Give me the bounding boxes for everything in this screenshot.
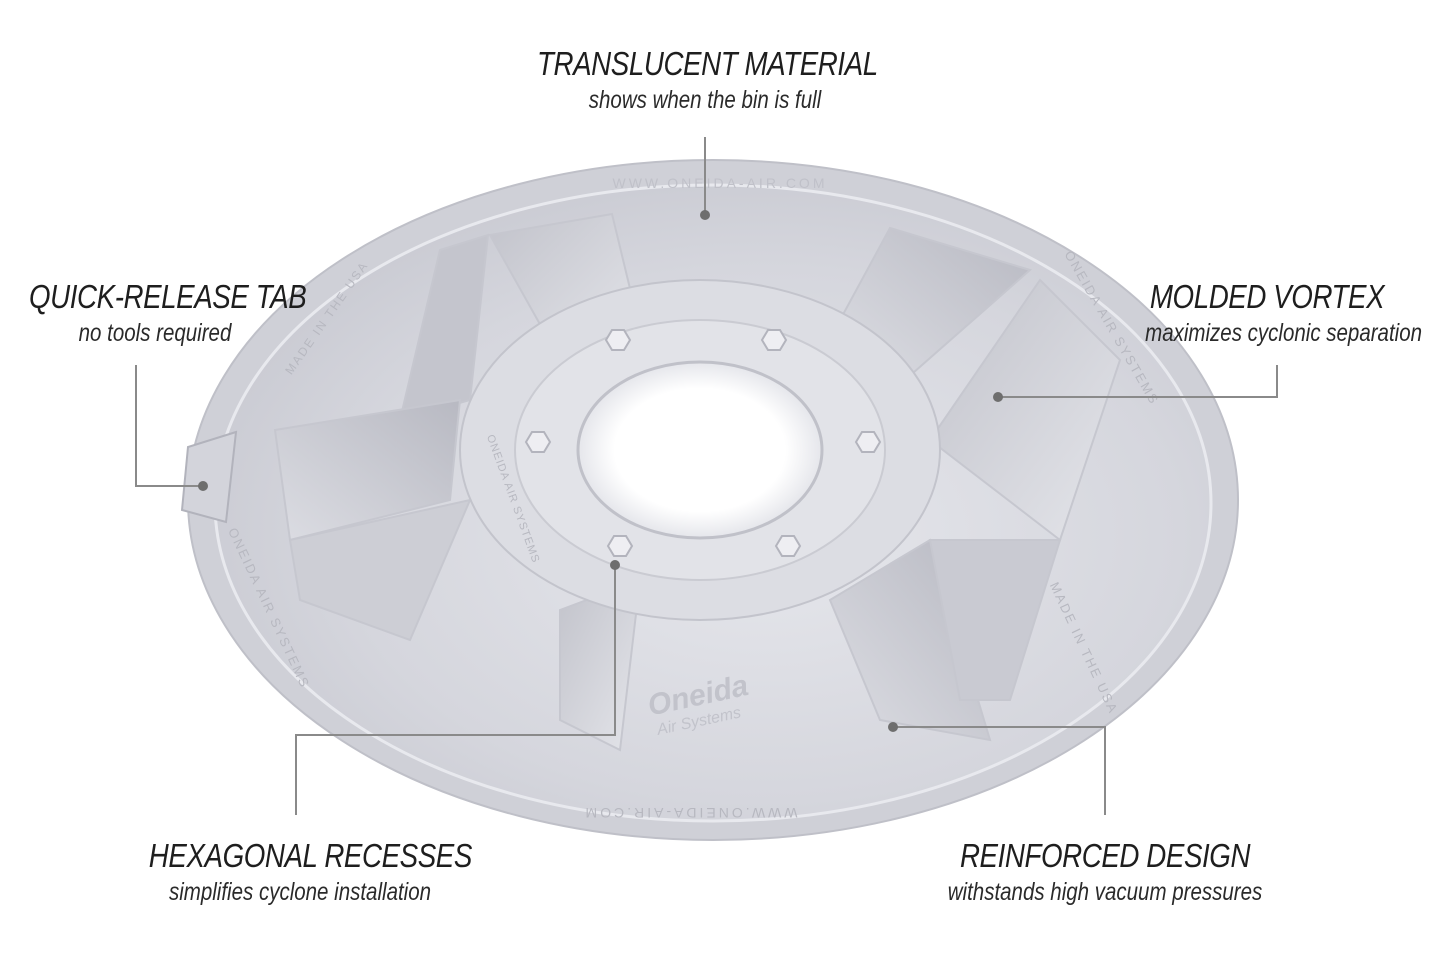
rim-text-top: WWW.ONEIDA-AIR.COM: [613, 175, 828, 191]
center-hole: [576, 360, 824, 540]
callout-title: MOLDED VORTEX: [1149, 278, 1385, 315]
quick-release-tab-shape: [180, 430, 238, 524]
callout-translucent-material: TRANSLUCENT MATERIAL shows when the bin …: [505, 44, 905, 116]
callout-hexagonal-recesses: HEXAGONAL RECESSES simplifies cyclone in…: [120, 836, 480, 908]
hexagonal-recesses: [524, 329, 882, 557]
callout-title: QUICK-RELEASE TAB: [29, 278, 307, 315]
leader-lines: [135, 137, 1278, 815]
callout-molded-vortex: MOLDED VORTEX maximizes cyclonic separat…: [1040, 277, 1422, 349]
callout-subtitle: simplifies cyclone installation: [168, 878, 432, 906]
callout-quick-release-tab: QUICK-RELEASE TAB no tools required: [5, 277, 307, 349]
callout-title: HEXAGONAL RECESSES: [148, 837, 473, 874]
callout-title: REINFORCED DESIGN: [959, 837, 1251, 874]
vortex-vanes: [273, 212, 1122, 752]
callout-subtitle: no tools required: [78, 319, 232, 347]
callout-subtitle: shows when the bin is full: [588, 86, 822, 114]
leader-dots: [198, 210, 1003, 732]
callout-subtitle: withstands high vacuum pressures: [947, 878, 1263, 906]
callout-subtitle: maximizes cyclonic separation: [1145, 319, 1422, 347]
rim-text-bottom: WWW.ONEIDA-AIR.COM: [583, 805, 798, 821]
callout-reinforced-design: REINFORCED DESIGN withstands high vacuum…: [905, 836, 1305, 908]
callout-title: TRANSLUCENT MATERIAL: [537, 45, 878, 82]
